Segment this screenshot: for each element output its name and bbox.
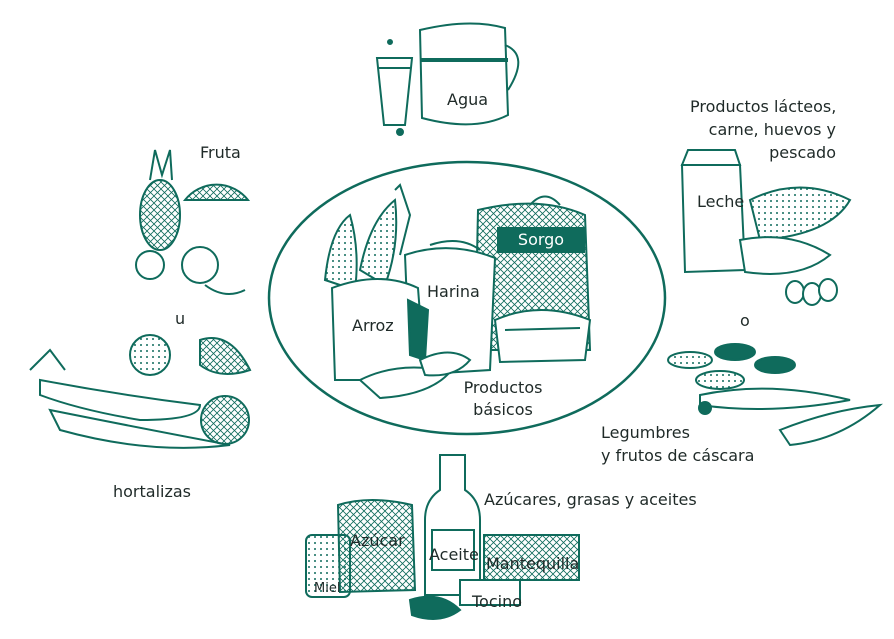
label-honey: Miel <box>314 579 340 598</box>
label-protein-line2: carne, huevos y <box>690 120 836 139</box>
label-water: Agua <box>447 90 488 109</box>
legumes-illustration <box>668 344 880 445</box>
label-flour: Harina <box>427 282 480 301</box>
label-protein-line3: pescado <box>690 143 836 162</box>
label-legumes-line1: Legumbres <box>601 423 690 442</box>
label-butter: Mantequilla <box>486 554 579 573</box>
fruit-illustration <box>136 150 248 294</box>
water-illustration <box>377 23 518 135</box>
label-bacon: Tocino <box>472 592 522 611</box>
label-or-o: o <box>740 311 750 330</box>
label-staples-line2: básicos <box>455 400 551 419</box>
label-protein-line1: Productos lácteos, <box>690 97 836 116</box>
fats-illustration <box>306 455 579 619</box>
label-vegetables: hortalizas <box>113 482 191 501</box>
vegetables-illustration <box>30 335 250 448</box>
label-rice: Arroz <box>352 316 394 335</box>
label-fruit: Fruta <box>200 143 241 162</box>
label-staples-line1: Productos <box>455 378 551 397</box>
label-legumes-line2: y frutos de cáscara <box>601 446 754 465</box>
label-oil: Aceite <box>429 545 479 564</box>
label-sorghum: Sorgo <box>497 227 585 253</box>
label-milk: Leche <box>697 192 744 211</box>
protein-illustration <box>682 150 850 305</box>
label-fats-group: Azúcares, grasas y aceites <box>484 490 697 509</box>
label-sugar: Azúcar <box>350 531 405 550</box>
label-or-u: u <box>175 309 185 328</box>
